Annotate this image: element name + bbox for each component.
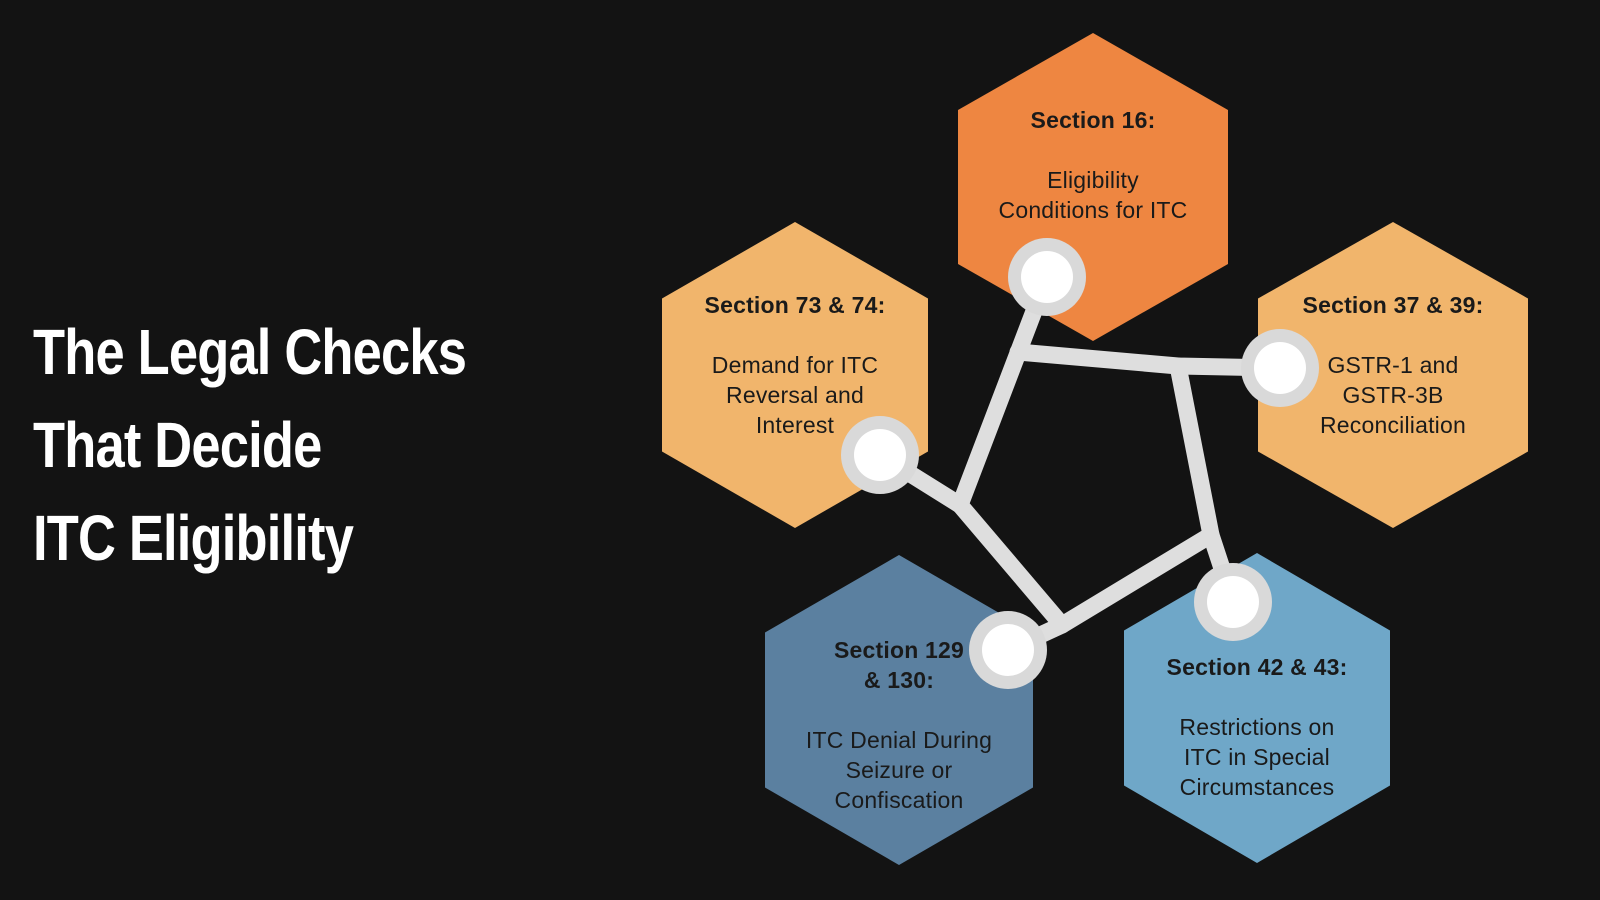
hexagon-heading: Section 129 & 130: [833,637,965,693]
hexagon-section-16: Section 16: Eligibility Conditions for I… [958,33,1228,341]
hexagon-heading: Section 16: [1030,107,1156,133]
page-title-line-2: That Decide [33,409,322,481]
hexagon-section-129-130-text: Section 129 & 130: ITC Denial During Sei… [806,605,992,845]
page-title-line-1: The Legal Checks [33,316,467,388]
hexagon-section-129-130: Section 129 & 130: ITC Denial During Sei… [765,555,1033,865]
hexagon-heading: Section 73 & 74: [704,292,886,318]
hexagon-body: Demand for ITC Reversal and Interest [711,352,879,438]
hexagon-section-42-43-text: Section 42 & 43: Restrictions on ITC in … [1167,622,1348,832]
hexagon-body: Restrictions on ITC in Special Circumsta… [1179,714,1335,800]
hexagon-section-16-text: Section 16: Eligibility Conditions for I… [999,75,1188,255]
hexagon-section-73-74-text: Section 73 & 74: Demand for ITC Reversal… [705,260,886,470]
connector-line-top-branch-to-right-node [1009,343,1289,377]
hexagon-section-73-74: Section 73 & 74: Demand for ITC Reversal… [662,222,928,528]
hexagon-section-42-43: Section 42 & 43: Restrictions on ITC in … [1124,553,1390,863]
hexagon-section-37-39-text: Section 37 & 39: GSTR-1 and GSTR-3B Reco… [1303,260,1484,470]
hexagon-section-37-39: Section 37 & 39: GSTR-1 and GSTR-3B Reco… [1258,222,1528,528]
page-title-line-3: ITC Eligibility [33,502,354,574]
hexagon-heading: Section 42 & 43: [1166,654,1348,680]
hexagon-body: GSTR-1 and GSTR-3B Reconciliation [1319,352,1466,438]
hexagon-heading: Section 37 & 39: [1302,292,1484,318]
hexagon-body: Eligibility Conditions for ITC [998,167,1188,223]
connector-line-right-junction-to-bottom [1053,357,1220,634]
hexagon-body: ITC Denial During Seizure or Confiscatio… [805,727,993,813]
connector-line-top-to-left-bend [951,268,1071,659]
page-title: The Legal Checks That Decide ITC Eligibi… [33,306,467,585]
